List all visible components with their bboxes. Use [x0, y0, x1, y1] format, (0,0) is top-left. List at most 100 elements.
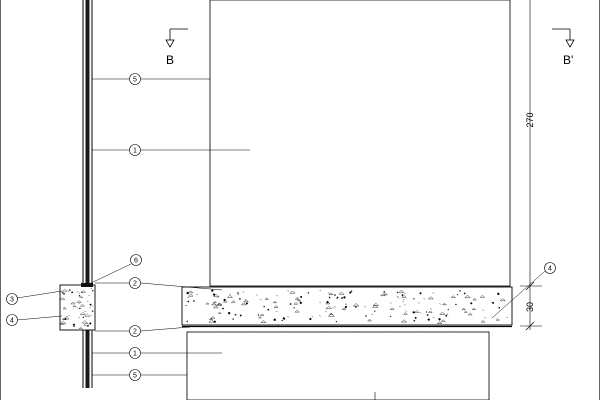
section-letter-left: B	[166, 53, 174, 67]
concrete-aggregate	[222, 300, 228, 303]
concrete-aggregate	[325, 305, 333, 309]
concrete-aggregate	[217, 296, 219, 298]
concrete-aggregate	[427, 296, 434, 300]
concrete-aggregate	[463, 292, 466, 295]
concrete-aggregate	[470, 302, 473, 305]
concrete-aggregate	[78, 295, 81, 297]
concrete-aggregate	[341, 297, 344, 299]
concrete-aggregate	[341, 307, 347, 310]
concrete-aggregate	[73, 325, 75, 327]
concrete-aggregate	[240, 302, 247, 306]
svg-text:6: 6	[134, 258, 138, 265]
concrete-aggregate	[273, 318, 276, 321]
concrete-aggregate	[497, 292, 500, 296]
concrete-aggregate	[78, 317, 81, 319]
concrete-aggregate	[89, 303, 92, 306]
callout-1-upper: 1	[129, 144, 141, 156]
concrete-aggregate	[344, 305, 348, 309]
callout-4-left: 4	[6, 314, 18, 326]
concrete-aggregate	[255, 294, 258, 296]
concrete-aggregate	[71, 291, 74, 294]
callout-2-upper: 2	[129, 277, 141, 289]
concrete-aggregate	[90, 314, 92, 316]
concrete-aggregate	[439, 311, 446, 315]
concrete-aggregate	[325, 301, 331, 305]
concrete-aggregate	[234, 313, 237, 316]
concrete-aggregate	[480, 320, 486, 323]
concrete-aggregate	[309, 317, 312, 321]
concrete-aggregate	[61, 288, 68, 292]
concrete-aggregate	[423, 298, 425, 300]
svg-text:1: 1	[133, 351, 137, 358]
concrete-aggregate	[185, 304, 187, 307]
concrete-aggregate	[325, 311, 327, 313]
concrete-aggregate	[432, 292, 435, 294]
concrete-aggregate	[59, 297, 66, 300]
concrete-aggregate	[76, 300, 82, 303]
concrete-aggregate	[186, 320, 188, 323]
concrete-aggregate	[81, 291, 83, 293]
concrete-aggregate	[371, 313, 373, 315]
concrete-aggregate	[374, 310, 376, 312]
svg-text:4: 4	[548, 266, 552, 273]
concrete-aggregate	[299, 301, 302, 305]
concrete-aggregate	[59, 321, 67, 325]
concrete-aggregate	[211, 289, 214, 292]
concrete-aggregate	[418, 302, 420, 304]
concrete-aggregate	[257, 316, 263, 319]
concrete-aggregate	[76, 307, 79, 309]
concrete-aggregate	[472, 298, 477, 301]
concrete-aggregate	[222, 307, 224, 310]
callout-4-right: 4	[544, 262, 556, 274]
concrete-aggregate	[484, 317, 487, 319]
concrete-aggregate	[91, 310, 94, 312]
concrete-aggregate	[67, 290, 70, 292]
concrete-aggregate	[62, 307, 67, 310]
concrete-aggregate	[367, 318, 373, 322]
concrete-aggregate	[59, 322, 65, 325]
concrete-aggregate	[311, 316, 314, 318]
concrete-aggregate	[237, 294, 240, 296]
concrete-aggregate	[91, 305, 93, 307]
concrete-aggregate	[365, 315, 367, 317]
concrete-aggregate	[328, 292, 330, 294]
concrete-aggregate	[63, 316, 70, 320]
concrete-aggregate	[282, 317, 285, 320]
concrete-aggregate	[364, 306, 367, 308]
concrete-aggregate	[83, 322, 90, 326]
concrete-aggregate	[463, 310, 468, 313]
concrete-aggregate	[243, 299, 249, 303]
concrete-aggregate	[404, 304, 406, 306]
concrete-aggregate	[263, 305, 265, 308]
concrete-aggregate	[72, 305, 77, 307]
concrete-aggregate	[447, 309, 449, 311]
concrete-aggregate	[467, 312, 473, 316]
concrete-aggregate	[89, 322, 92, 325]
callout-3: 3	[6, 293, 18, 305]
concrete-aggregate	[294, 297, 300, 300]
concrete-aggregate	[319, 315, 321, 317]
upper-glass-panel	[209, 0, 511, 287]
concrete-aggregate	[287, 290, 289, 292]
concrete-aggregate	[211, 302, 217, 306]
concrete-aggregate	[89, 307, 91, 308]
concrete-aggregate	[332, 307, 335, 309]
svg-text:1: 1	[133, 148, 137, 155]
concrete-aggregate	[205, 302, 210, 305]
concrete-aggregate	[350, 290, 353, 292]
concrete-aggregate	[259, 313, 265, 316]
concrete-aggregate	[193, 300, 195, 302]
concrete-aggregate	[427, 318, 430, 321]
wall-section-column	[59, 0, 96, 388]
dimension-slab-height: 30	[525, 302, 535, 312]
concrete-aggregate	[471, 307, 477, 310]
concrete-aggregate	[76, 291, 79, 293]
concrete-aggregate	[426, 314, 429, 316]
concrete-aggregate	[401, 295, 407, 298]
concrete-aggregate	[84, 310, 87, 312]
concrete-aggregate	[442, 302, 447, 306]
concrete-aggregate	[300, 295, 303, 298]
callout-5-lower: 5	[129, 369, 141, 381]
concrete-aggregate	[276, 295, 279, 297]
